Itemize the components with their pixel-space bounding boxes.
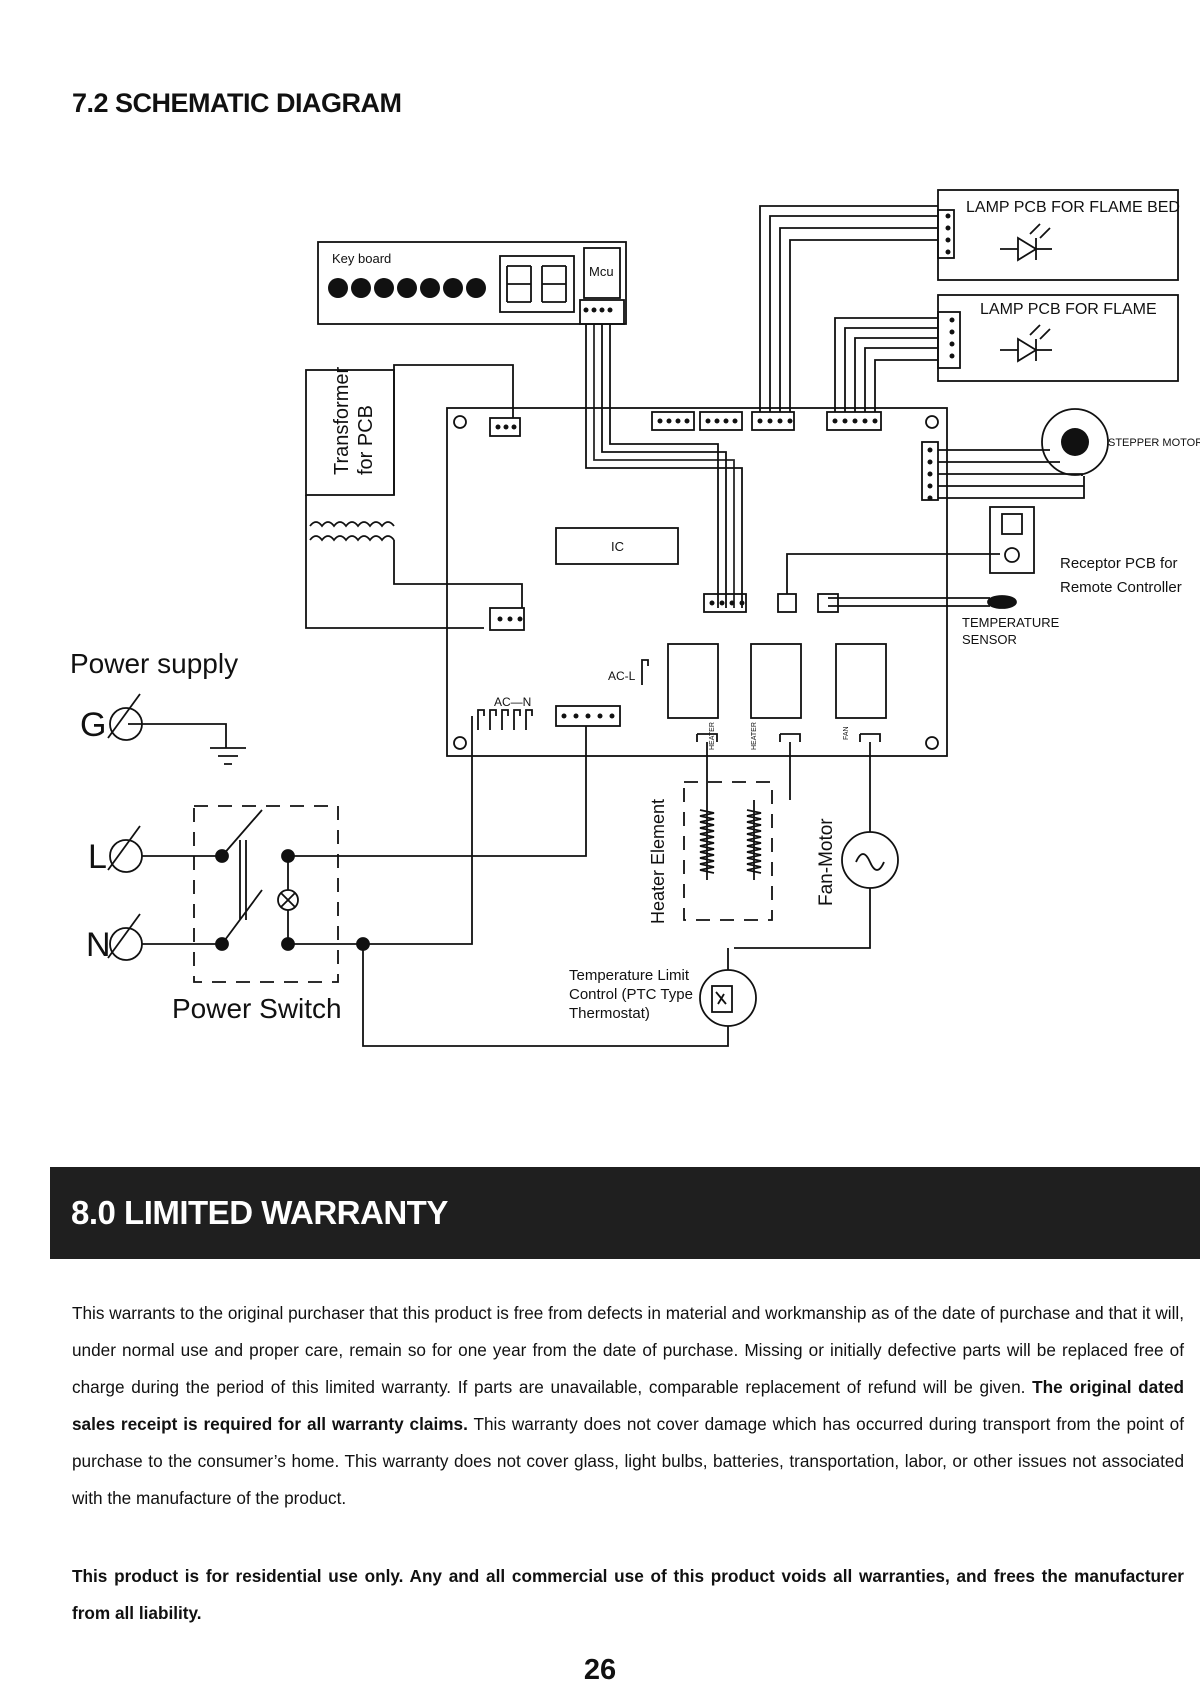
keyboard-button — [351, 278, 371, 298]
label-neutral: N — [86, 926, 111, 964]
label-live: L — [88, 838, 107, 876]
residential-use-note: This product is for residential use only… — [72, 1566, 1184, 1623]
keyboard-button — [397, 278, 417, 298]
warranty-paragraph: This warrants to the original purchaser … — [72, 1295, 1184, 1517]
label-fan-tab: FAN — [843, 726, 850, 740]
label-heater-element: Heater Element — [648, 799, 668, 924]
warranty-heading: 8.0 LIMITED WARRANTY — [71, 1194, 448, 1231]
label-power-supply: Power supply — [70, 648, 238, 679]
label-fan-motor: Fan-Motor — [816, 818, 837, 906]
warranty-text-2: This warranty does not cover damage whic… — [72, 1414, 1184, 1508]
label-keyboard: Key board — [332, 251, 391, 266]
label-stepper-motor: STEPPER MOTOR — [1108, 437, 1200, 449]
warranty-banner: 8.0 LIMITED WARRANTY — [50, 1167, 1200, 1259]
label-ground: G — [80, 706, 106, 744]
page-number: 26 — [583, 1654, 617, 1686]
label-heater-tab-2: HEATER — [751, 722, 758, 750]
keyboard-button — [374, 278, 394, 298]
label-mcu: Mcu — [589, 264, 614, 279]
warranty-text-1: This warrants to the original purchaser … — [72, 1303, 1184, 1397]
keyboard-box — [317, 241, 627, 325]
led-icon — [1000, 324, 1052, 363]
label-transformer-2: for PCB — [355, 405, 377, 475]
label-ac-n: AC—N — [494, 695, 531, 709]
keyboard-button — [420, 278, 440, 298]
label-thermostat-1: Temperature Limit — [569, 967, 690, 984]
label-temperature-sensor-2: SENSOR — [962, 632, 1017, 647]
label-lamp-flame-bed: LAMP PCB FOR FLAME BED — [966, 199, 1180, 216]
label-lamp-flame: LAMP PCB FOR FLAME — [980, 301, 1157, 318]
label-ac-l: AC-L — [608, 669, 636, 683]
receptor-pcb-box — [989, 506, 1035, 574]
heater-element-box — [683, 781, 773, 921]
label-thermostat-2: Control (PTC Type — [569, 986, 693, 1003]
heater-coil-icon — [746, 809, 762, 874]
label-heater-tab-1: HEATER — [709, 722, 716, 750]
stepper-motor-symbol — [1041, 408, 1109, 476]
ground-symbol — [128, 723, 246, 765]
label-transformer: Transformer — [331, 366, 353, 475]
warranty-receipt-requirement: The original dated sales receipt is requ… — [72, 1377, 1185, 1434]
schematic-diagram: LAMP PCB FOR FLAME BED LAMP PCB FOR FLAM… — [70, 189, 1200, 1047]
power-switch-box — [193, 805, 339, 983]
label-thermostat-3: Thermostat) — [569, 1005, 650, 1022]
ac-wave-icon — [855, 853, 885, 871]
keyboard-button — [443, 278, 463, 298]
label-receptor-2: Remote Controller — [1060, 579, 1182, 596]
led-icon — [1000, 223, 1052, 262]
section-heading: 7.2 SCHEMATIC DIAGRAM — [72, 88, 402, 118]
heater-coil-icon — [699, 809, 715, 874]
main-control-board — [446, 407, 948, 757]
ic-box — [555, 527, 679, 565]
label-receptor: Receptor PCB for — [1060, 555, 1178, 572]
label-temperature-sensor: TEMPERATURE — [962, 615, 1060, 630]
label-ic: IC — [611, 539, 624, 554]
thermostat-symbol — [699, 969, 757, 1027]
label-power-switch: Power Switch — [172, 993, 342, 1024]
keyboard-button — [328, 278, 348, 298]
keyboard-button — [466, 278, 486, 298]
